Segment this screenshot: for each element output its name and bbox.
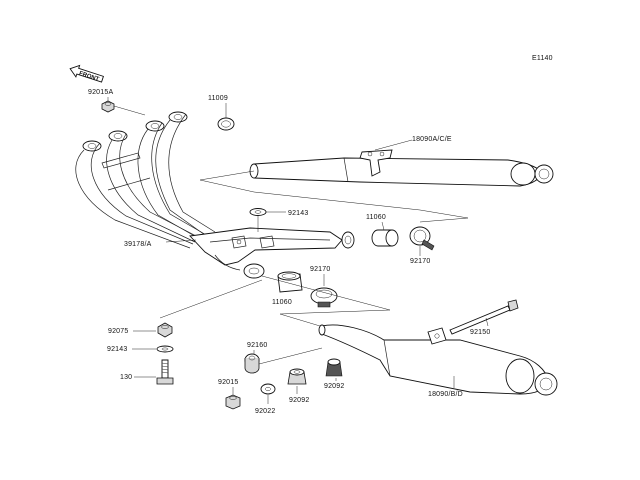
- part-bolt-130: [156, 359, 174, 385]
- part-damper-92160: [244, 353, 260, 374]
- front-arrow-icon: FRONT: [69, 64, 104, 83]
- part-clamp-92170-mid: [310, 287, 338, 308]
- label-18090bd: 18090/B/D: [428, 391, 463, 398]
- upper-muffler: [249, 149, 554, 187]
- part-gasket-11060-mid: [277, 271, 303, 293]
- label-18090ace: 18090A/C/E: [412, 136, 452, 143]
- label-11060-top: 11060: [366, 214, 386, 221]
- diagram-code: E1140: [532, 55, 553, 62]
- label-92143-left: 92143: [107, 346, 127, 353]
- part-collar-92092-a: [325, 358, 343, 377]
- label-92022: 92022: [255, 408, 275, 415]
- part-washer-92022: [260, 383, 276, 395]
- part-nut-92015a: [101, 100, 115, 113]
- label-92160: 92160: [247, 342, 267, 349]
- label-92150: 92150: [470, 329, 490, 336]
- header-flanges: [82, 111, 188, 152]
- part-gasket-11009: [217, 117, 235, 131]
- label-92143-top: 92143: [288, 210, 308, 217]
- part-nut-92015: [225, 394, 241, 410]
- part-clamp-92170-right: [409, 226, 435, 251]
- header-pipes: [75, 111, 355, 279]
- part-washer-92143-left: [156, 345, 174, 353]
- label-92015a: 92015A: [88, 89, 113, 96]
- label-92015: 92015: [218, 379, 238, 386]
- label-92092-a: 92092: [324, 383, 344, 390]
- part-gasket-11060-top: [371, 229, 399, 247]
- lower-muffler: [318, 324, 558, 396]
- part-collar-92092-b: [287, 368, 307, 385]
- label-92170-right: 92170: [410, 258, 430, 265]
- label-11060-mid: 11060: [272, 299, 292, 306]
- part-bolt-92150: [449, 299, 519, 335]
- label-92075: 92075: [108, 328, 128, 335]
- label-39178a: 39178/A: [124, 241, 152, 248]
- label-92170-mid: 92170: [310, 266, 330, 273]
- part-nut-92075: [157, 322, 173, 338]
- label-92092-b: 92092: [289, 397, 309, 404]
- label-11009: 11009: [208, 95, 228, 102]
- label-130: 130: [120, 374, 132, 381]
- part-washer-92143-top: [249, 208, 267, 216]
